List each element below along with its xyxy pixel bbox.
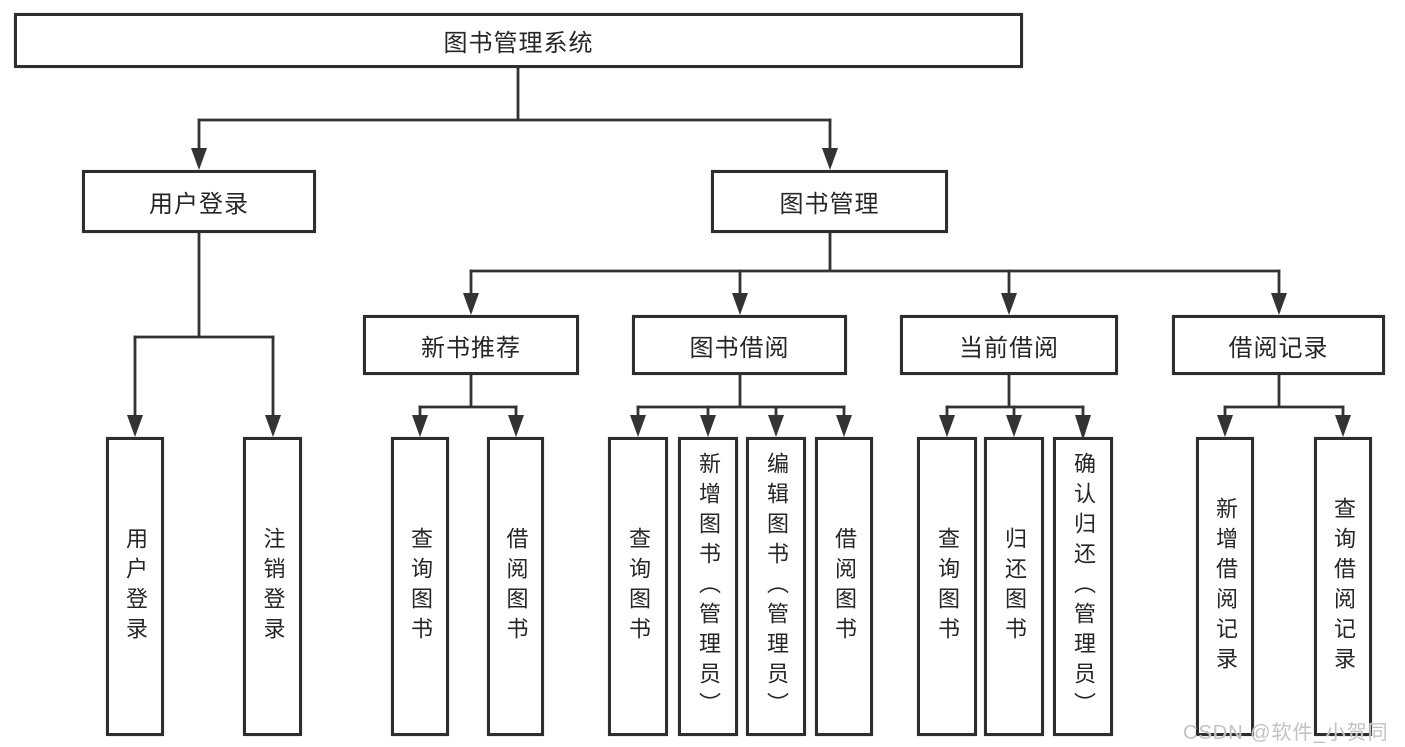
- leaf-query-books: 查询图书: [917, 437, 977, 736]
- node-user-login-label: 用户登录: [149, 191, 249, 218]
- arrowhead-icons: [127, 148, 1351, 440]
- leaf-label: 查询图书: [408, 526, 433, 647]
- leaf-label: 查询图书: [626, 526, 651, 647]
- leaf-label: 注销登录: [260, 526, 286, 647]
- leaf-label: 编辑图书（管理员）: [764, 451, 789, 722]
- leaf-user-login: 用户登录: [106, 437, 164, 736]
- node-borrow-records: 借阅记录: [1172, 315, 1385, 375]
- node-book-borrow-label: 图书借阅: [689, 334, 790, 362]
- node-current-borrow: 当前借阅: [900, 315, 1118, 375]
- leaf-label: 查询图书: [935, 526, 960, 647]
- leaf-label: 新增图书（管理员）: [696, 451, 721, 722]
- leaf-label: 新增借阅记录: [1213, 496, 1238, 677]
- node-root-system: 图书管理系统: [14, 13, 1023, 68]
- leaf-query-books: 查询图书: [391, 437, 449, 736]
- leaf-query-borrow-record: 查询借阅记录: [1314, 437, 1372, 736]
- node-new-book-recommend-label: 新书推荐: [421, 334, 521, 362]
- leaf-return-books: 归还图书: [984, 437, 1044, 736]
- node-book-borrow: 图书借阅: [632, 315, 847, 375]
- leaf-logout: 注销登录: [243, 437, 302, 736]
- leaf-borrow-books: 借阅图书: [487, 437, 544, 736]
- leaf-add-books-admin: 新增图书（管理员）: [678, 437, 738, 736]
- leaf-edit-books-admin: 编辑图书（管理员）: [746, 437, 806, 736]
- leaf-label: 借阅图书: [503, 526, 529, 647]
- leaf-borrow-books: 借阅图书: [815, 437, 873, 736]
- leaf-add-borrow-record: 新增借阅记录: [1196, 437, 1254, 736]
- leaf-confirm-return-admin: 确认归还（管理员）: [1053, 437, 1113, 736]
- leaf-label: 确认归还（管理员）: [1071, 451, 1096, 722]
- csdn-watermark: CSDN @软件_小贺同学: [1183, 722, 1389, 744]
- node-borrow-records-label: 借阅记录: [1228, 334, 1329, 362]
- leaf-label: 借阅图书: [832, 526, 857, 647]
- node-book-management-label: 图书管理: [779, 191, 880, 218]
- leaf-label: 归还图书: [1002, 526, 1027, 647]
- node-new-book-recommend: 新书推荐: [363, 315, 579, 375]
- node-current-borrow-label: 当前借阅: [959, 334, 1059, 362]
- leaf-query-books: 查询图书: [608, 437, 668, 736]
- node-root-label: 图书管理系统: [443, 30, 594, 57]
- leaf-label: 用户登录: [123, 526, 148, 647]
- leaf-label: 查询借阅记录: [1331, 496, 1356, 677]
- node-user-login: 用户登录: [82, 170, 316, 233]
- node-book-management: 图书管理: [711, 170, 948, 233]
